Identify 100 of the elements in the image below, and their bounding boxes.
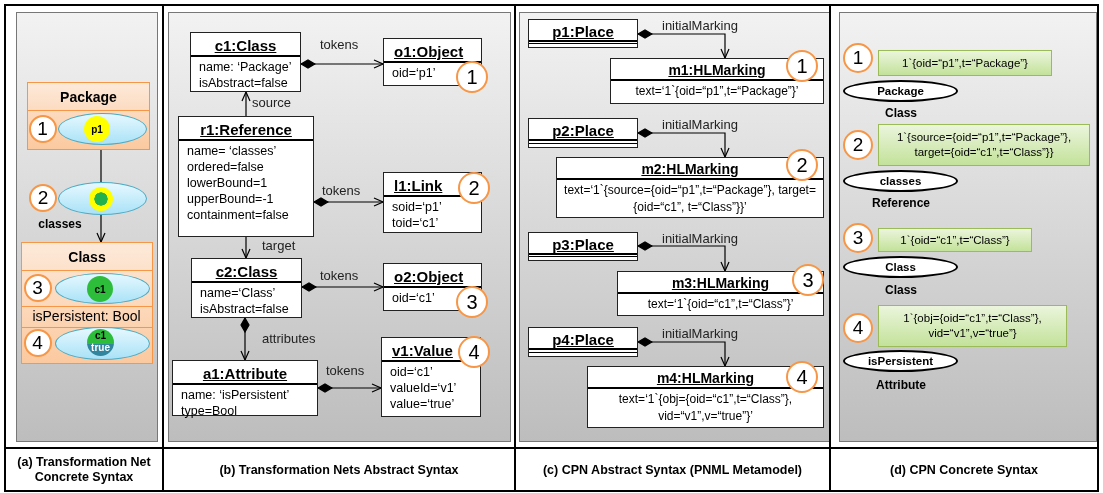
attribute-text: text=‘1`{obj={oid=“c1”,t=“Class”}, vid=“v1”,v=“true”}’ <box>617 391 794 425</box>
arrow <box>241 91 251 117</box>
marking-label: 1`{source={oid=“p1”,t=“Package”}, target={oid=“c1”,t=“Class”}} <box>878 124 1090 166</box>
marking-label: 1`{oid=“p1”,t=“Package”} <box>878 50 1052 76</box>
panel-caption: (a) Transformation Net Concrete Syntax <box>5 447 163 491</box>
object-box <box>528 19 638 48</box>
place-ellipse <box>57 112 147 145</box>
object-box <box>556 157 824 218</box>
box-title: Class <box>22 243 152 271</box>
token <box>87 329 114 356</box>
arrow <box>96 214 106 243</box>
callout-number: 1 <box>28 114 57 143</box>
place-caption: Class <box>884 283 918 297</box>
diagram-panel <box>5 5 163 491</box>
object-box <box>528 327 638 357</box>
object-box <box>178 116 314 237</box>
edge-label: initialMarking <box>662 18 738 33</box>
attribute-text: ordered=false <box>187 159 264 175</box>
object-box <box>383 38 482 86</box>
attribute-text: type=Bool <box>181 403 237 419</box>
arrow <box>637 128 730 158</box>
arrow <box>637 29 730 59</box>
object-box <box>381 337 481 417</box>
arrow <box>637 241 730 272</box>
class-box <box>21 242 153 364</box>
object-box <box>610 58 824 104</box>
object-name: r1:Reference <box>179 117 313 141</box>
object-name: p1:Place <box>529 20 637 42</box>
object-box <box>528 118 638 148</box>
object-name: c2:Class <box>192 259 301 283</box>
arrow <box>317 383 382 393</box>
place-caption: Attribute <box>875 378 927 392</box>
panel-caption: (c) CPN Abstract Syntax (PNML Metamodel) <box>515 447 830 491</box>
attribute-text: oid=‘c1’ <box>392 290 435 306</box>
class-box <box>27 82 150 150</box>
place-ellipse <box>54 326 150 360</box>
edge-label: initialMarking <box>662 326 738 341</box>
edge-label: tokens <box>320 268 359 283</box>
object-box <box>191 258 302 318</box>
attribute-text: toid=‘c1’ <box>392 215 439 231</box>
panel-caption: (d) CPN Concrete Syntax <box>830 447 1098 491</box>
attribute-text: lowerBound=1 <box>187 175 268 191</box>
token <box>88 186 113 211</box>
token: p1 <box>84 116 110 142</box>
edge-label: tokens <box>326 363 365 378</box>
arrow <box>301 282 384 292</box>
panel-caption: (b) Transformation Nets Abstract Syntax <box>163 447 515 491</box>
box-title: Package <box>28 83 149 111</box>
edge-label: initialMarking <box>662 117 738 132</box>
attribute-text: containment=false <box>187 207 289 223</box>
edge-label: target <box>262 238 296 253</box>
arrow <box>240 317 250 361</box>
object-name: p3:Place <box>529 233 637 255</box>
attribute-text: name: ‘isPersistent’ <box>181 387 290 403</box>
token-label: true <box>90 342 111 353</box>
connector-line <box>100 149 102 183</box>
attribute-text: text=‘1`{oid=“c1”,t=“Class”}’ <box>646 296 795 313</box>
attribute-text: text=‘1`{oid=“p1”,t=“Package”}’ <box>634 83 800 100</box>
attribute-text: name=‘Class’ <box>200 285 276 301</box>
marking-label: 1`{obj={oid=“c1”,t=“Class”}, vid=“v1”,v=“true”} <box>878 305 1067 347</box>
arrow <box>300 59 384 69</box>
attribute-text: name= ‘classes’ <box>187 143 277 159</box>
attribute-text: valueId=‘v1’ <box>390 380 457 396</box>
token: c1 <box>87 276 113 302</box>
place-caption: classes <box>37 217 83 231</box>
object-name: p2:Place <box>529 119 637 141</box>
marking-label: 1`{oid=“c1”,t=“Class”} <box>878 228 1032 252</box>
edge-label: initialMarking <box>662 231 738 246</box>
edge-label: attributes <box>262 331 316 346</box>
object-box <box>190 32 301 92</box>
object-box <box>528 232 638 261</box>
object-box <box>383 172 482 233</box>
attribute-text: name: ‘Package’ <box>199 59 292 75</box>
attribute-text: oid=‘c1’ <box>390 364 433 380</box>
attribute-text: oid=‘p1’ <box>392 65 436 81</box>
edge-label: source <box>252 95 292 110</box>
callout-number: 3 <box>23 273 52 302</box>
attribute-text: isPersistent: Bool <box>20 306 153 328</box>
arrow <box>637 337 730 367</box>
attribute-text: soid=‘p1’ <box>392 199 442 215</box>
object-box <box>617 271 824 316</box>
token-label: c1 <box>93 330 108 341</box>
object-name: a1:Attribute <box>173 361 317 385</box>
edge-label: tokens <box>320 37 359 52</box>
arrow <box>313 197 384 207</box>
object-box <box>383 263 482 311</box>
place-caption: Class <box>884 106 918 120</box>
object-box <box>172 360 318 416</box>
object-box <box>587 366 824 428</box>
callout-number: 4 <box>23 328 52 357</box>
attribute-text: upperBound=-1 <box>187 191 274 207</box>
attribute-text: isAbstract=false <box>200 301 289 317</box>
arrow <box>241 236 251 259</box>
attribute-text: value=‘true’ <box>390 396 455 412</box>
edge-label: tokens <box>322 183 361 198</box>
place-ellipse <box>54 272 150 304</box>
object-name: c1:Class <box>191 33 300 57</box>
attribute-text: isAbstract=false <box>199 75 288 91</box>
object-name: p4:Place <box>529 328 637 350</box>
attribute-text: text=‘1`{source={oid=“p1”,t=“Package”}, target={oid=“c1”, t=“Class”}}’ <box>563 182 817 216</box>
